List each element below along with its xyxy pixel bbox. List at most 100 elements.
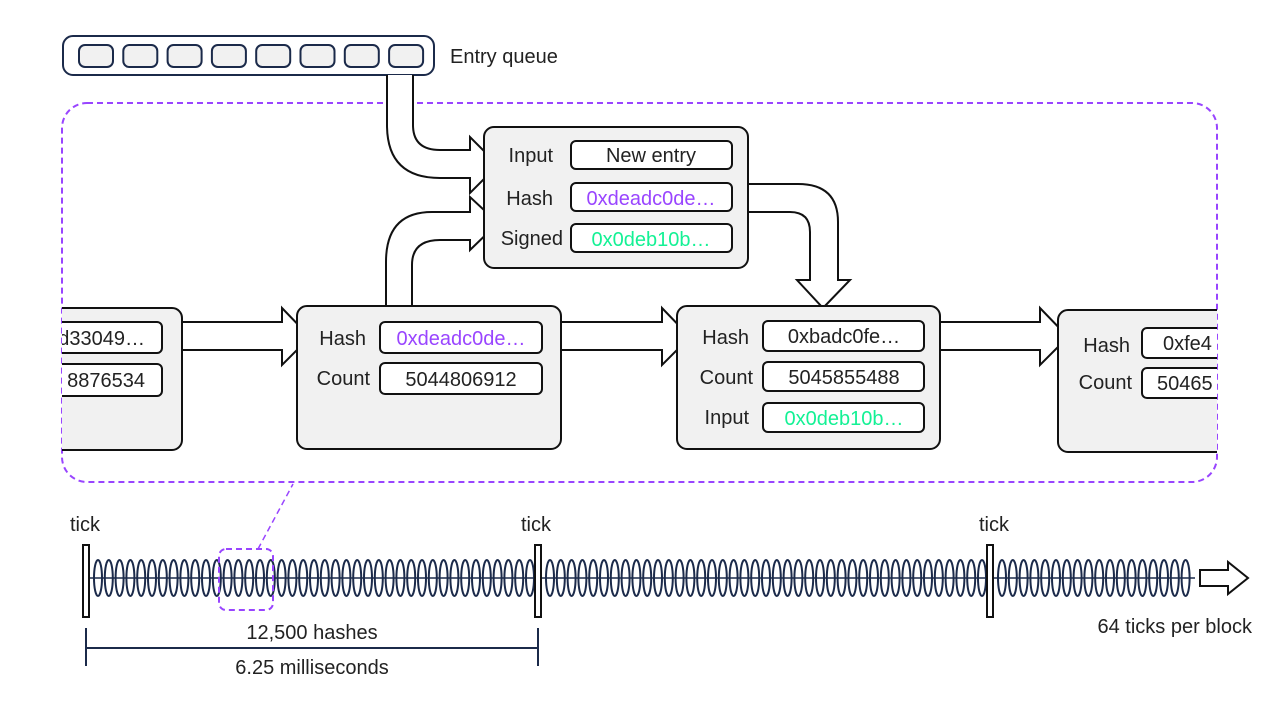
hash-coil — [620, 559, 631, 597]
entry-signed-label: Signed — [501, 228, 563, 250]
block-to-entry-arrow — [385, 194, 500, 305]
zoom-connector — [257, 483, 294, 550]
hash-coil — [417, 559, 427, 597]
queue-slot — [299, 44, 336, 68]
queue-slot — [122, 44, 159, 68]
queue-slot — [388, 44, 425, 68]
hash-coil — [233, 559, 244, 597]
entry-hash-value: 0xdeadc0de… — [587, 188, 716, 210]
hash-coil — [460, 559, 471, 597]
hash-coil — [1148, 559, 1159, 597]
hash-coil — [309, 559, 319, 597]
hash-coil — [255, 559, 265, 597]
hash-coil — [179, 559, 190, 597]
queue-slot — [255, 44, 292, 68]
zoom-region — [61, 102, 1218, 483]
hash-coil — [555, 559, 566, 597]
chain-arrow — [560, 305, 692, 368]
block-3-hash-label: Hash — [702, 327, 749, 349]
block-4: Hash 0xfe4 Count 50465 — [1057, 309, 1217, 453]
hash-coil — [609, 559, 620, 597]
block-2: Hash 0xdeadc0de… Count 5044806912 — [296, 305, 562, 450]
hash-coil — [103, 559, 114, 597]
hash-coil — [631, 559, 642, 597]
hash-coil — [384, 559, 395, 597]
hash-coil — [287, 559, 298, 597]
hash-coil — [471, 559, 481, 597]
hash-coil — [449, 559, 460, 597]
hash-coil — [157, 559, 168, 597]
hash-coil — [728, 559, 739, 597]
hash-coil — [912, 559, 923, 597]
hash-coil — [1029, 559, 1040, 597]
hash-coil — [1169, 559, 1180, 597]
hash-coil — [1094, 559, 1105, 597]
tick-label: tick — [70, 514, 101, 536]
ticks-per-block-label: 64 ticks per block — [1097, 616, 1253, 638]
hash-coil — [395, 559, 406, 597]
tick-marker — [986, 544, 994, 618]
hash-coil — [125, 559, 136, 597]
hash-coil — [782, 559, 793, 597]
tick-label: tick — [521, 514, 552, 536]
block-3-count: 5045855488 — [788, 367, 899, 389]
block-4-hash: 0xfe4 — [1163, 333, 1212, 355]
hash-coil — [168, 559, 179, 597]
hash-coil — [1126, 559, 1137, 597]
hash-coil — [577, 559, 588, 597]
hash-coil — [1061, 559, 1072, 597]
block-2-hash-label: Hash — [319, 328, 366, 350]
hash-coil — [933, 559, 944, 597]
hash-coil — [761, 559, 771, 597]
hash-coil — [492, 559, 503, 597]
hash-coil — [1115, 559, 1126, 597]
hash-coil — [1083, 559, 1094, 597]
hash-coil — [201, 559, 211, 597]
hash-coil — [114, 559, 125, 597]
hash-coil — [298, 559, 309, 597]
hash-coil — [373, 559, 384, 597]
entry-queue-label: Entry queue — [450, 46, 558, 68]
hash-coil — [825, 559, 836, 597]
hash-coil — [1137, 559, 1148, 597]
hash-coil — [847, 559, 858, 597]
block-2-hash: 0xdeadc0de… — [397, 328, 526, 350]
hash-coil — [1159, 559, 1169, 597]
hash-coil — [1040, 559, 1051, 597]
queue-slot — [343, 44, 380, 68]
hash-coil — [566, 559, 577, 597]
hash-coil — [319, 559, 330, 597]
hash-coil — [944, 559, 955, 597]
hash-coil — [1180, 559, 1191, 597]
hash-coil — [901, 559, 912, 597]
timeline-arrow — [1199, 559, 1250, 597]
hash-coil — [890, 559, 901, 597]
hash-coil — [93, 559, 103, 597]
entry-hash-label: Hash — [506, 188, 553, 210]
hash-coil — [427, 559, 438, 597]
hash-coil — [406, 559, 417, 597]
entry-box: Input New entry Hash 0xdeadc0de… Signed … — [483, 126, 749, 269]
hash-coil — [1018, 559, 1029, 597]
entry-queue: Entry queue — [62, 35, 558, 76]
queue-slot — [210, 44, 247, 68]
block-4-hash-label: Hash — [1083, 335, 1130, 357]
hash-coil — [599, 559, 609, 597]
hash-coil — [438, 559, 449, 597]
block-3: Hash 0xbadc0fe… Count 5045855488 Input 0… — [676, 305, 941, 450]
queue-to-entry-arrow — [386, 75, 500, 196]
block-1-hash: d33049… — [58, 328, 145, 350]
hash-coil — [147, 559, 157, 597]
hashes-label: 12,500 hashes — [246, 622, 377, 644]
queue-slot — [78, 44, 114, 68]
timeline: tick tick tick 64 ticks per block 12,500… — [70, 483, 1253, 679]
block-3-count-label: Count — [700, 367, 754, 389]
entry-to-block-arrow — [748, 183, 853, 310]
entry-input-label: Input — [509, 145, 554, 167]
hash-coil — [276, 559, 287, 597]
hash-coil — [685, 559, 696, 597]
hash-coil — [653, 559, 663, 597]
block-3-hash: 0xbadc0fe… — [788, 326, 900, 348]
hash-coil — [642, 559, 653, 597]
